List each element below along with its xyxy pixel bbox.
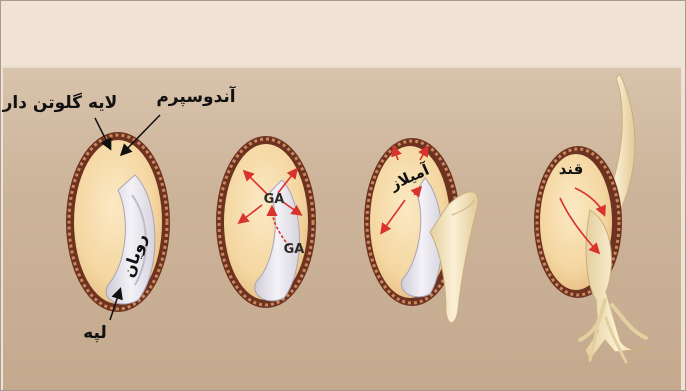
seed-2 [216, 136, 316, 308]
label-cotyledon: لپه [83, 323, 107, 343]
seed-1 [66, 132, 170, 312]
label-ga-1: GA [264, 192, 285, 207]
label-ga-2: GA [284, 242, 305, 257]
label-endosperm: آندوسپرم [156, 85, 236, 107]
label-sugar: قند [559, 160, 584, 178]
label-aleurone: لایه گلوتن دار [2, 92, 118, 113]
seed-4 [534, 74, 650, 362]
